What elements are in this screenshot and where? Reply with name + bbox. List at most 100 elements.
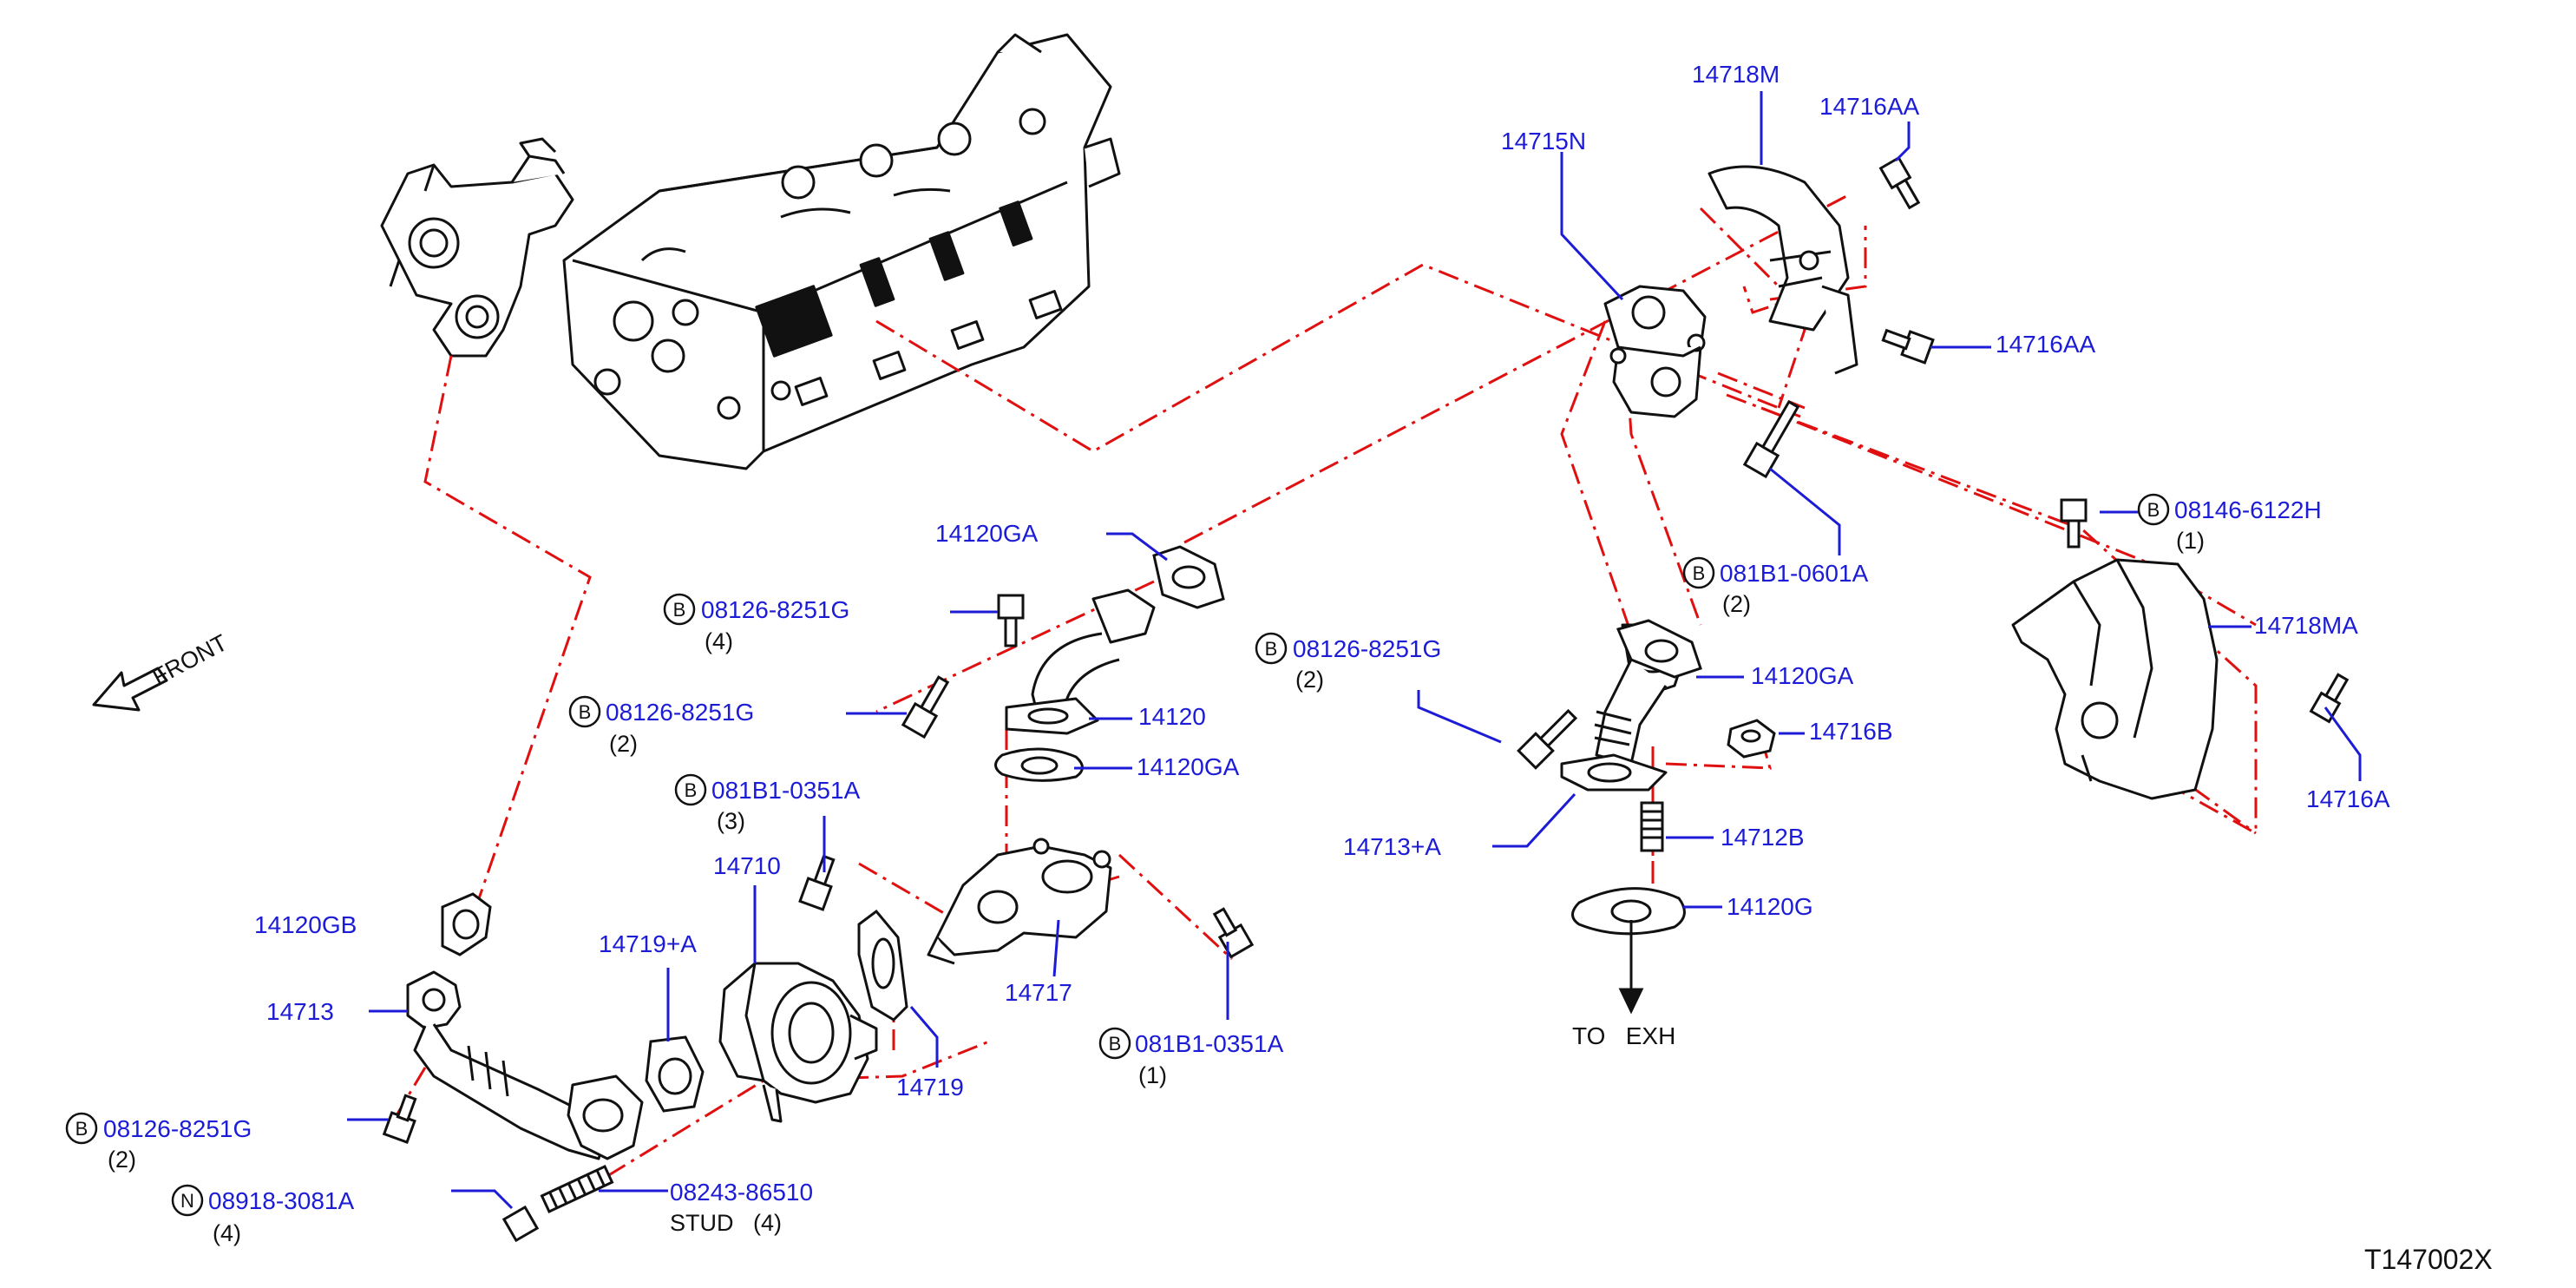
quantity: STUD (4) <box>670 1210 782 1236</box>
part-number: 14719+A <box>599 930 697 957</box>
quantity: (3) <box>717 808 745 834</box>
bolt-icons <box>382 155 2350 1243</box>
n-badge: N <box>180 1190 194 1212</box>
gasket-14120ga-top <box>1152 545 1225 609</box>
part-number: 081B1-0601A <box>1720 560 1869 587</box>
stud-08243 <box>540 1165 614 1213</box>
part-number: 14716AA <box>1996 331 2096 358</box>
part-number: 14713+A <box>1343 833 1441 860</box>
front-label: FRONT <box>148 629 232 690</box>
quantity: (2) <box>609 731 638 757</box>
callout-14120: 14120 <box>1138 703 1206 730</box>
gasket-14120ga-right <box>1616 619 1702 679</box>
b-badge: B <box>685 779 698 801</box>
gasket-14120ga-mid <box>994 747 1084 782</box>
callout-08126-8251G-1: B 08126-8251G (4) <box>663 593 849 654</box>
gasket-14120gb <box>441 892 492 956</box>
part-number: 081B1-0351A <box>711 777 861 804</box>
callout-14718M: 14718M <box>1692 61 1780 88</box>
callout-14713: 14713 <box>266 998 334 1025</box>
callout-14719: 14719 <box>896 1074 964 1101</box>
part-number: 08126-8251G <box>1293 635 1441 662</box>
part-number: 14718MA <box>2254 612 2358 639</box>
callout-08146-6122H: B 08146-6122H (1) <box>2137 493 2322 554</box>
gasket-14719 <box>857 909 908 1022</box>
part-number: 14713 <box>266 998 334 1025</box>
callout-14716AA-2: 14716AA <box>1996 331 2096 358</box>
egr-tube-14120 <box>1005 588 1156 735</box>
heat-insulator-14718ma <box>2011 558 2219 800</box>
figure-reference: T147002X <box>2364 1244 2493 1275</box>
callout-14716B: 14716B <box>1809 718 1893 745</box>
callout-08126-8251G-4: B 08126-8251G (2) <box>65 1112 252 1173</box>
b-badge: B <box>579 701 592 723</box>
quantity: (4) <box>705 628 733 654</box>
callout-14715N: 14715N <box>1501 128 1586 154</box>
part-number: 14120G <box>1727 893 1813 920</box>
b-badge: B <box>1693 562 1706 584</box>
part-number: 14120GB <box>254 911 357 938</box>
callout-14718MA: 14718MA <box>2254 612 2358 639</box>
part-number: 08918-3081A <box>208 1187 354 1214</box>
callout-08126-8251G-2: B 08126-8251G (2) <box>1255 632 1441 693</box>
callout-14120GB: 14120GB <box>254 911 357 938</box>
part-number: 08243-86510 <box>670 1179 813 1206</box>
callout-08243-86510: 08243-86510 STUD (4) <box>670 1179 813 1236</box>
part-number: 14120GA <box>1751 662 1854 689</box>
part-number: 08126-8251G <box>606 699 754 726</box>
callout-14120G: 14120G <box>1727 893 1813 920</box>
part-number: 14716A <box>2306 785 2390 812</box>
b-badge: B <box>1109 1033 1122 1055</box>
part-number: 14120GA <box>935 520 1039 547</box>
exhaust-label: TO EXH <box>1572 1022 1675 1049</box>
egr-tube-14713 <box>406 970 644 1160</box>
egr-tube-flange-14715n <box>1603 285 1707 418</box>
part-number: 14712B <box>1721 824 1805 851</box>
callout-14120GA-1: 14120GA <box>935 520 1039 547</box>
callout-14716A: 14716A <box>2306 785 2390 812</box>
b-badge: B <box>75 1118 88 1140</box>
gasket-14719a <box>645 1035 705 1113</box>
front-arrow-icon <box>92 667 168 712</box>
callout-081B1-0351A-2: B 081B1-0351A (1) <box>1098 1027 1284 1088</box>
part-number: 08146-6122H <box>2174 496 2322 523</box>
part-number: 08126-8251G <box>103 1115 252 1142</box>
b-badge: B <box>2147 499 2160 521</box>
part-number: 14717 <box>1005 979 1072 1006</box>
egr-valve-14710 <box>718 962 878 1123</box>
callout-081B1-0351A-1: B 081B1-0351A (3) <box>674 773 861 834</box>
quantity: (2) <box>108 1147 136 1173</box>
callout-08126-8251G-3: B 08126-8251G (2) <box>568 695 754 757</box>
callout-14120GA-3: 14120GA <box>1137 753 1240 780</box>
part-number: 14120 <box>1138 703 1206 730</box>
part-number: 14718M <box>1692 61 1780 88</box>
part-number: 14716AA <box>1819 93 1920 120</box>
egr-valve-adapter-14717 <box>927 838 1112 965</box>
callout-14710: 14710 <box>713 852 781 879</box>
heat-insulator-14718m <box>1708 165 1858 375</box>
callout-14120GA-2: 14120GA <box>1751 662 1854 689</box>
callout-14719A: 14719+A <box>599 930 697 957</box>
nut-14716b <box>1727 719 1776 759</box>
quantity: (1) <box>2176 528 2205 554</box>
quantity: (2) <box>1295 667 1324 693</box>
stud-14712b <box>1640 801 1664 852</box>
b-badge: B <box>673 599 686 621</box>
quantity: (2) <box>1722 591 1751 617</box>
callout-14717: 14717 <box>1005 979 1072 1006</box>
callout-14713A: 14713+A <box>1343 833 1441 860</box>
callout-081B1-0601A: B 081B1-0601A (2) <box>1682 556 1869 617</box>
egr-pipe-flange-upper-left <box>380 137 574 358</box>
exhaust-arrow-icon <box>1618 920 1644 1015</box>
part-number: 081B1-0351A <box>1135 1030 1284 1057</box>
part-number: 08126-8251G <box>701 596 849 623</box>
callout-14712B: 14712B <box>1721 824 1805 851</box>
cylinder-head-assembly <box>562 33 1121 470</box>
part-number: 14716B <box>1809 718 1893 745</box>
callout-14716AA-1: 14716AA <box>1819 93 1920 120</box>
quantity: (4) <box>213 1220 241 1246</box>
quantity: (1) <box>1138 1062 1167 1088</box>
part-number: 14710 <box>713 852 781 879</box>
gasket-14120g <box>1571 887 1686 936</box>
